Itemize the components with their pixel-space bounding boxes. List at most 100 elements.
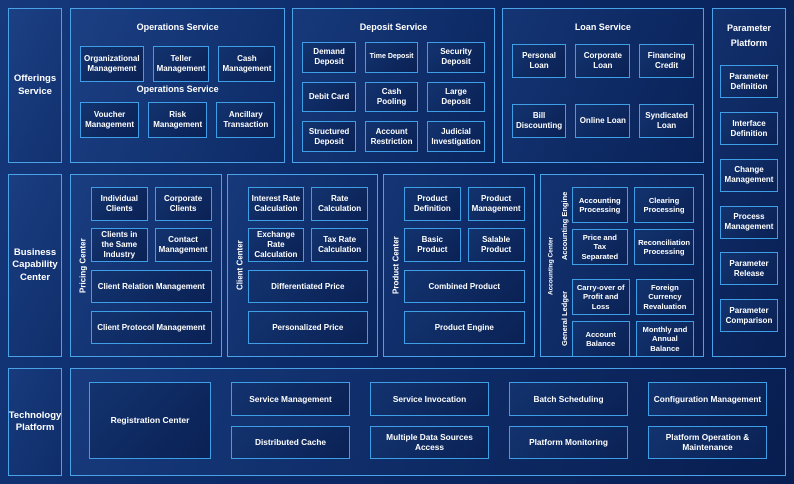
box-teller-management: Teller Management [152,46,210,82]
box-tax-rate-calculation: Tax Rate Calculation [311,228,369,262]
box-ancillary-transaction: Ancillary Transaction [216,102,276,138]
box-combined-product: Combined Product [404,270,525,303]
box-basic-product: Basic Product [404,228,461,262]
box-carry-over-profit-loss: Carry-over of Profit and Loss [571,279,630,315]
box-reconciliation-processing: Reconciliation Processing [634,229,694,265]
box-product-definition: Product Definition [404,187,461,221]
box-individual-clients: Individual Clients [91,187,148,221]
box-bill-discounting: Bill Discounting [511,104,567,138]
operations-row-1: Organizational Management Teller Managem… [80,46,276,82]
client-small-grid: Interest Rate Calculation Rate Calculati… [247,187,369,262]
box-time-deposit: Time Deposit [364,42,419,73]
box-personal-loan: Personal Loan [511,44,567,78]
box-service-invocation: Service Invocation [370,382,489,416]
technology-platform-panel: Registration Center Service Management S… [70,368,786,476]
accounting-engine-rail-label: Accounting Engine [559,191,569,261]
box-parameter-definition: Parameter Definition [720,65,778,99]
box-account-restriction: Account Restriction [364,121,419,152]
product-center-panel: Product Center Product Definition Produc… [383,174,535,357]
parameter-platform-title-line1: Parameter [726,23,772,33]
general-ledger-grid: Carry-over of Profit and Loss Foreign Cu… [571,279,694,357]
deposit-service-panel: Deposit Service Demand Deposit Time Depo… [292,8,495,163]
box-judicial-investigation: Judicial Investigation [427,121,485,152]
operations-service-title: Operations Service [136,22,219,32]
loan-service-title: Loan Service [574,22,631,32]
box-configuration-management: Configuration Management [648,382,767,416]
client-center-rail-label: Client Center [235,240,245,291]
technology-platform-label: Technology Platform [8,409,62,433]
box-monthly-annual-balance: Monthly and Annual Balance [635,321,694,357]
product-center-rail-label: Product Center [391,236,401,295]
box-batch-scheduling: Batch Scheduling [509,382,628,416]
box-product-engine: Product Engine [404,311,525,344]
general-ledger-rail-label: General Ledger [559,290,569,346]
box-foreign-currency-revaluation: Foreign Currency Revaluation [635,279,694,315]
box-platform-operation-maintenance: Platform Operation & Maintenance [648,425,767,459]
business-capability-center-label: Business Capability Center [12,246,58,283]
box-structured-deposit: Structured Deposit [302,121,356,152]
box-voucher-management: Voucher Management [80,102,140,138]
box-financing-credit: Financing Credit [639,44,694,78]
box-clearing-processing: Clearing Processing [634,187,694,223]
pricing-center-content: Individual Clients Corporate Clients Cli… [91,179,219,352]
box-clients-same-industry: Clients in the Same Industry [91,228,148,262]
box-large-deposit: Large Deposit [427,81,485,113]
box-registration-center: Registration Center [89,382,211,459]
technology-platform-rail: Technology Platform [8,368,62,476]
box-multiple-data-sources-access: Multiple Data Sources Access [370,425,489,459]
box-process-management: Process Management [720,205,778,239]
offerings-service-rail: Offerings Service [8,8,62,163]
loan-service-panel: Loan Service Personal Loan Corporate Loa… [501,8,704,163]
box-corporate-clients: Corporate Clients [154,187,212,221]
box-salable-product: Salable Product [467,228,525,262]
box-syndicated-loan: Syndicated Loan [639,104,694,138]
box-risk-management: Risk Management [148,102,208,138]
box-interest-rate-calculation: Interest Rate Calculation [247,187,305,221]
box-personalized-price: Personalized Price [247,311,369,344]
product-center-content: Product Definition Product Management Ba… [404,179,532,352]
client-center-panel: Client Center Interest Rate Calculation … [226,174,379,357]
deposit-service-title: Deposit Service [359,22,428,32]
box-platform-monitoring: Platform Monitoring [509,425,628,459]
box-exchange-rate-calculation: Exchange Rate Calculation [247,228,305,262]
box-contact-management: Contact Management [154,228,212,262]
box-debit-card: Debit Card [302,81,356,113]
box-accounting-processing: Accounting Processing [571,187,629,223]
box-online-loan: Online Loan [575,104,631,138]
box-corporate-loan: Corporate Loan [575,44,631,78]
business-capability-row: Pricing Center Individual Clients Corpor… [70,174,704,357]
box-rate-calculation: Rate Calculation [311,187,369,221]
box-client-relation-management: Client Relation Management [91,270,212,303]
deposit-grid: Demand Deposit Time Deposit Security Dep… [302,42,485,152]
box-parameter-comparison: Parameter Comparison [720,299,778,333]
box-demand-deposit: Demand Deposit [302,42,356,73]
box-cash-management: Cash Management [218,46,276,82]
product-small-grid: Product Definition Product Management Ba… [404,187,525,262]
business-capability-center-rail: Business Capability Center [8,174,62,357]
accounting-engine-group: Accounting Engine Accounting Processing … [557,187,694,265]
accounting-engine-grid: Accounting Processing Clearing Processin… [571,187,694,265]
parameter-platform-title-line2: Platform [730,38,768,49]
box-organizational-management: Organizational Management [80,46,144,82]
box-interface-definition: Interface Definition [720,112,778,146]
box-differentiated-price: Differentiated Price [247,270,369,303]
pricing-center-rail-label: Pricing Center [78,238,88,293]
box-parameter-release: Parameter Release [720,252,778,286]
box-client-protocol-management: Client Protocol Management [91,311,212,344]
parameter-stack: Parameter Definition Interface Definitio… [719,52,779,346]
box-product-management: Product Management [467,187,525,221]
accounting-center-panel: Accounting Center Accounting Engine Acco… [539,174,704,357]
technology-grid: Service Management Service Invocation Ba… [231,382,767,459]
box-price-and-tax-separated: Price and Tax Separated [571,229,629,265]
general-ledger-group: General Ledger Carry-over of Profit and … [557,279,694,357]
box-account-balance: Account Balance [571,321,630,357]
pricing-small-grid: Individual Clients Corporate Clients Cli… [91,187,212,262]
operations-row-2: Voucher Management Risk Management Ancil… [80,102,276,138]
accounting-center-rail-label: Accounting Center [547,236,555,295]
pricing-center-panel: Pricing Center Individual Clients Corpor… [70,174,222,357]
operations-service-panel: Operations Service Organizational Manage… [70,8,286,163]
offerings-service-label: Offerings Service [13,73,57,97]
box-change-management: Change Management [720,158,778,192]
box-service-management: Service Management [231,382,350,416]
